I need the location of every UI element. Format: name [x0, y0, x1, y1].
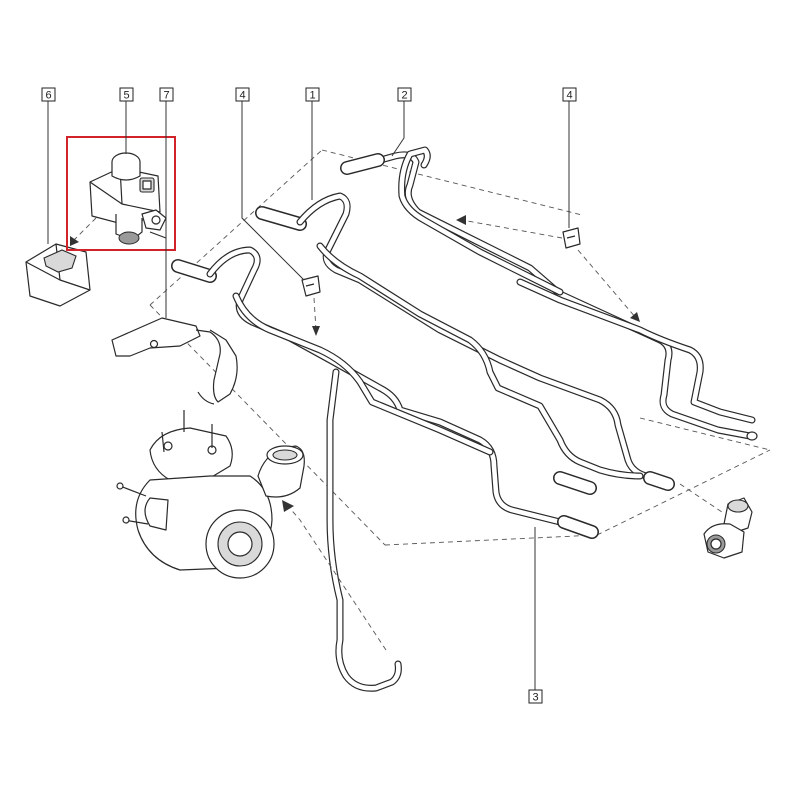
svg-text:7: 7	[163, 90, 169, 102]
svg-text:4: 4	[566, 90, 572, 102]
clip-4-front[interactable]	[301, 275, 321, 297]
turbocharger	[116, 410, 305, 579]
leader-lines	[47, 101, 570, 690]
callout-7: 7	[159, 87, 174, 102]
callout-6: 6	[41, 87, 56, 102]
svg-text:2: 2	[401, 90, 407, 102]
bracket-7[interactable]	[111, 317, 238, 405]
callout-3: 3	[528, 689, 543, 704]
callout-4-right: 4	[562, 87, 577, 102]
hose-pipe-2[interactable]	[340, 146, 758, 441]
clip-4-rear[interactable]	[562, 227, 581, 249]
hose-pipe-3[interactable]	[171, 246, 599, 692]
mounting-plane-outline	[149, 149, 771, 546]
callout-1: 1	[305, 87, 320, 102]
callout-5: 5	[119, 87, 134, 102]
svg-text:6: 6	[45, 90, 51, 102]
svg-text:4: 4	[239, 90, 245, 102]
part-5-highlight-frame	[66, 136, 176, 251]
svg-text:5: 5	[123, 90, 129, 102]
connector-right[interactable]	[703, 497, 753, 559]
callout-4-left: 4	[235, 87, 250, 102]
valve-5[interactable]	[89, 152, 167, 245]
svg-text:1: 1	[309, 90, 315, 102]
svg-text:3: 3	[532, 692, 538, 704]
turbo-arrow	[282, 500, 387, 651]
valve-arrow	[70, 217, 97, 246]
clip-arrows	[312, 215, 640, 336]
connector-arrow	[679, 483, 723, 513]
holder-6[interactable]	[25, 243, 91, 307]
hose-pipe-1[interactable]	[255, 192, 675, 495]
callout-2: 2	[397, 87, 412, 102]
